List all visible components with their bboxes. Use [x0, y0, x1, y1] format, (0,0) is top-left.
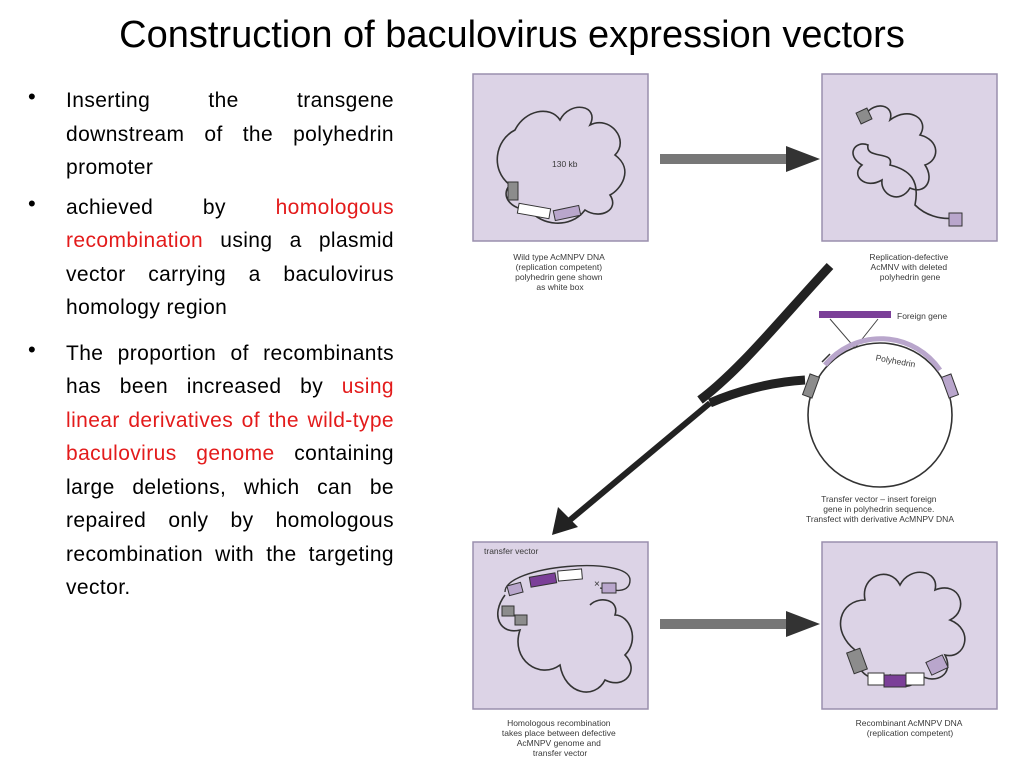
bullet-highlight: homologous recombination	[66, 195, 394, 253]
linear-dna	[852, 105, 956, 220]
panel1-caption: Wild type AcMNPV DNA (replication compet…	[513, 252, 607, 292]
polyhedrin-white-box	[516, 202, 552, 220]
plasmid-circle	[807, 342, 953, 488]
bullet-text: achieved by	[66, 195, 276, 219]
gray-box	[801, 373, 821, 399]
bullet-dot-icon: •	[28, 84, 37, 109]
diagram-canvas: 130 kb Wild type AcMNPV DNA (replication…	[472, 73, 998, 758]
arrow-shaft	[568, 400, 712, 523]
purple-box	[925, 654, 949, 676]
foreign-gene-bar	[819, 311, 891, 318]
purple-box	[940, 373, 960, 399]
bullet-item-3: • The proportion of recombinants has bee…	[24, 337, 394, 605]
bullet-list: • Inserting the transgene downstream of …	[24, 84, 394, 605]
foreign-gene-box	[528, 572, 558, 588]
bullet-dot-icon: •	[28, 190, 37, 216]
bullet-text: Inserting the transgene downstream of th…	[66, 89, 394, 179]
slide-title: Construction of baculovirus expression v…	[119, 14, 905, 56]
panel2-caption: Replication-defective AcMNV with deleted…	[869, 252, 950, 282]
polyhedrin-arc	[823, 336, 943, 372]
arrow-head-icon	[552, 507, 578, 535]
crossover-x-icon: ×	[594, 579, 600, 590]
bullet-dot-icon: •	[28, 336, 37, 362]
panel-wild-type: 130 kb Wild type AcMNPV DNA (replication…	[472, 73, 649, 292]
panel-transfer-vector: Foreign gene Polyhedrin Transfer vector …	[801, 311, 960, 524]
foreign-gene-label: Foreign gene	[897, 311, 947, 321]
arrow-branch-plasmid	[708, 375, 806, 408]
bullet-text: using a plasmid vector carrying a baculo…	[66, 229, 394, 319]
polyhedrin-white-box	[905, 672, 925, 686]
polyhedrin-label: Polyhedrin	[875, 353, 917, 370]
panel3-caption: Transfer vector – insert foreign gene in…	[806, 494, 954, 524]
purple-box	[552, 204, 582, 222]
panel5-caption: Recombinant AcMNPV DNA (replication comp…	[856, 718, 965, 738]
panel-background	[821, 73, 998, 242]
arrow-shaft	[660, 619, 788, 629]
panel-recombination: transfer vector × Homologous recombinati…	[472, 541, 649, 758]
arrow-head-icon	[786, 146, 820, 172]
panel-recombinant: Recombinant AcMNPV DNA (replication comp…	[821, 541, 998, 738]
arrow-shaft	[660, 154, 788, 164]
gray-box	[514, 614, 528, 626]
tick-mark	[821, 353, 831, 363]
arrow-recombinant	[660, 611, 820, 637]
panel4-caption: Homologous recombination takes place bet…	[502, 718, 618, 758]
bullet-text: containing large deletions, which can be…	[66, 442, 394, 599]
transfer-vector-label: transfer vector	[484, 546, 538, 556]
bullet-item-2: • achieved by homologous recombination u…	[24, 191, 394, 325]
purple-box	[948, 212, 963, 227]
gray-box	[501, 605, 515, 617]
bullet-highlight: using linear derivatives of the wild-typ…	[66, 375, 394, 465]
genome-dna	[496, 594, 634, 693]
genome-size-label: 130 kb	[552, 159, 578, 169]
gray-box	[855, 107, 873, 125]
foreign-gene-box	[883, 674, 907, 688]
purple-box	[506, 581, 524, 597]
panel-defective: Replication-defective AcMNV with deleted…	[821, 73, 998, 282]
white-box	[867, 672, 885, 686]
bullet-text: The proportion of recombinants has been …	[66, 341, 394, 399]
arrow-delete	[660, 146, 820, 172]
arrow-transfect	[552, 262, 834, 535]
gray-box	[507, 181, 519, 201]
arrow-branch-top	[697, 262, 834, 404]
purple-box	[601, 582, 617, 594]
gray-box	[846, 647, 868, 675]
bullet-item-1: • Inserting the transgene downstream of …	[24, 84, 394, 185]
arrow-head-icon	[786, 611, 820, 637]
baculovirus-diagram: 130 kb Wild type AcMNPV DNA (replication…	[470, 70, 1010, 768]
polyhedrin-white-box	[557, 568, 583, 582]
viral-dna-loop	[496, 106, 626, 224]
